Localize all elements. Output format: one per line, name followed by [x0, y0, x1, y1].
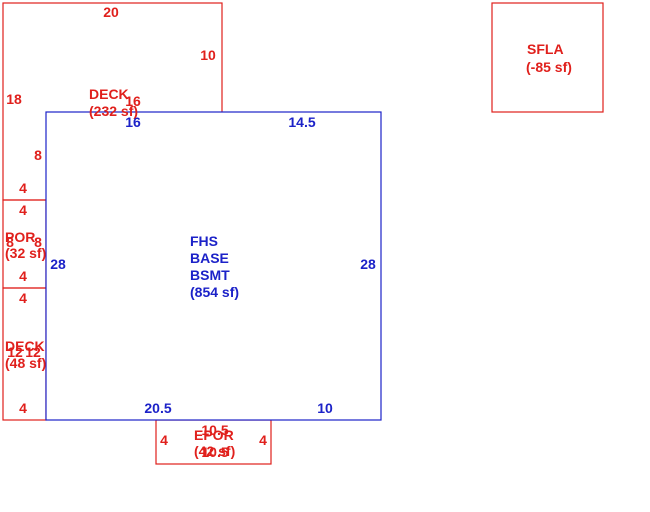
epor-bottom-dim: 10.5 [201, 444, 228, 460]
deck-top-inner-dim: 16 [125, 93, 141, 109]
epor-name: EPOR [194, 427, 234, 443]
fhs-label-line2: BASE [190, 250, 229, 266]
por-top-dim: 4 [19, 202, 27, 218]
fhs-basement-outline [45, 111, 382, 421]
por-area: (32 sf) [5, 245, 46, 261]
fhs-left-dim: 28 [50, 256, 66, 272]
fhs-right-dim: 28 [360, 256, 376, 272]
deck-left-top-dim: 4 [19, 290, 27, 306]
deck-top-bottom-left-dim: 4 [19, 180, 27, 196]
por-bottom-dim: 4 [19, 268, 27, 284]
deck-top-name: DECK [89, 86, 129, 102]
fhs-top-right-dim: 14.5 [288, 114, 315, 130]
deck-top-right-dim: 10 [200, 47, 216, 63]
deck-left-bottom-dim: 4 [19, 400, 27, 416]
por-name: POR [5, 229, 35, 245]
fhs-label-line3: BSMT [190, 267, 230, 283]
epor-right-dim: 4 [259, 432, 267, 448]
sfla-area: (-85 sf) [526, 59, 572, 75]
por-left-dim: 8 [6, 234, 14, 250]
sfla-outline [491, 2, 604, 113]
epor-area: (42 sf) [194, 443, 235, 459]
deck-top-lower-left-dim: 8 [34, 147, 42, 163]
por-right-dim: 8 [34, 234, 42, 250]
fhs-bottom-right-dim: 10 [317, 400, 333, 416]
fhs-area: (854 sf) [190, 284, 239, 300]
deck-left-side-dim-1: 12 [7, 344, 23, 360]
deck-top-area: (232 sf) [89, 103, 138, 119]
fhs-top-left-dim: 16 [125, 114, 141, 130]
epor-left-dim: 4 [160, 432, 168, 448]
deck-top-left-dim: 18 [6, 91, 22, 107]
deck-left-side-dim-2: 12 [25, 344, 41, 360]
deck-left-name: DECK [5, 338, 45, 354]
sfla-name: SFLA [527, 41, 564, 57]
fhs-bottom-left-dim: 20.5 [144, 400, 171, 416]
deck-left-area: (48 sf) [5, 355, 46, 371]
epor-top-dim: 10.5 [201, 422, 228, 438]
deck-top-width-dim: 20 [103, 4, 119, 20]
fhs-label-line1: FHS [190, 233, 218, 249]
